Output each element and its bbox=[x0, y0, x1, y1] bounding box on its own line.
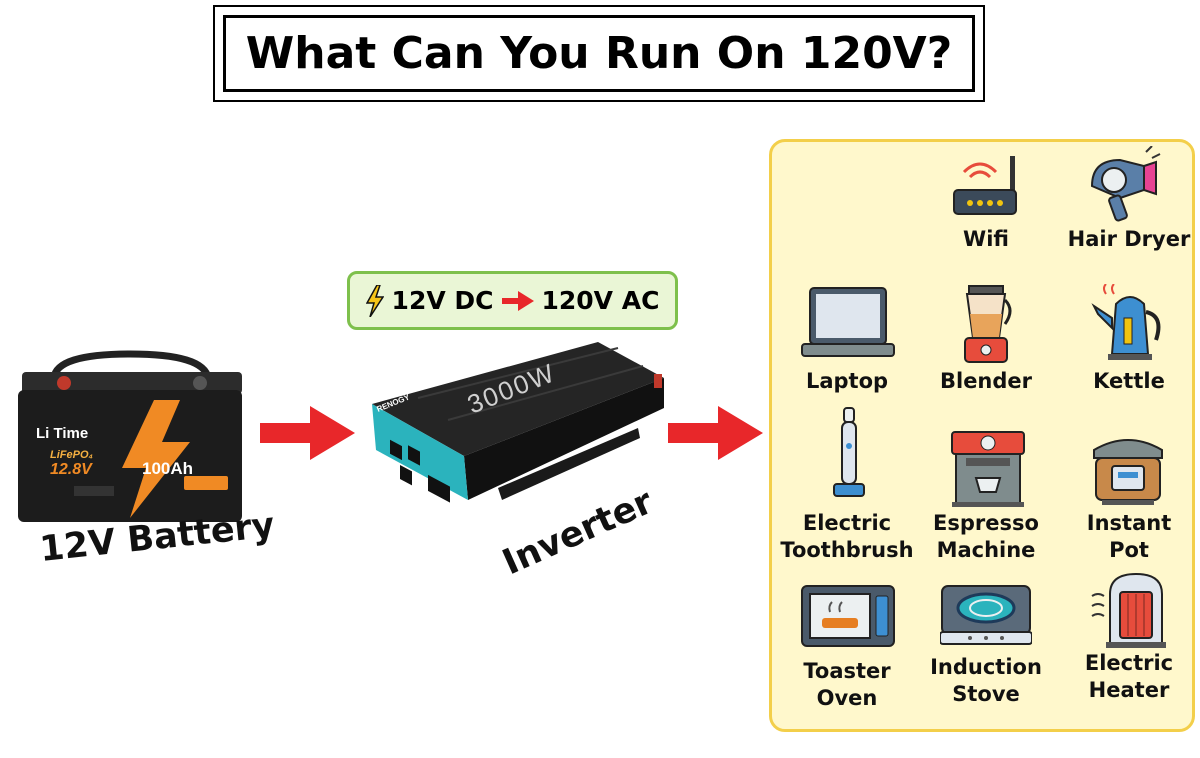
appliance-label-toaster-oven-line1: Toaster bbox=[803, 659, 891, 683]
blender-icon bbox=[964, 285, 1012, 363]
appliance-label-toaster-oven-line2: Oven bbox=[816, 686, 878, 710]
wifi-router-icon bbox=[953, 156, 1017, 215]
appliance-label-wifi: Wifi bbox=[963, 227, 1009, 251]
inverter-side bbox=[464, 378, 664, 500]
battery-spec-plate bbox=[74, 486, 114, 496]
appliance-label-toothbrush-line1: Electric bbox=[802, 511, 892, 535]
battery-chemistry: LiFePO₄ bbox=[50, 449, 93, 461]
conversion-badge: 12V DC 120V AC bbox=[347, 271, 678, 330]
inverter-illustration: 3000W RENOGY bbox=[372, 342, 664, 503]
appliance-label-induction-stove-line2: Stove bbox=[952, 682, 1020, 706]
appliance-label-instant-pot-line2: Pot bbox=[1109, 538, 1149, 562]
appliance-label-hair-dryer: Hair Dryer bbox=[1067, 227, 1191, 251]
appliance-label-toothbrush: Electric Toothbrush bbox=[772, 510, 922, 564]
espresso-machine-icon bbox=[951, 431, 1025, 507]
battery-capacity: 100Ah bbox=[142, 459, 193, 478]
title-inner-frame: What Can You Run On 120V? bbox=[223, 15, 975, 92]
inverter-switch bbox=[654, 374, 662, 388]
appliance-label-instant-pot-line1: Instant bbox=[1086, 511, 1172, 535]
battery-terminal-positive bbox=[57, 376, 71, 390]
appliance-label-toaster-oven: Toaster Oven bbox=[772, 658, 922, 712]
conversion-arrow-icon bbox=[501, 290, 534, 311]
appliance-label-laptop: Laptop bbox=[805, 369, 889, 393]
appliance-label-instant-pot: Instant Pot bbox=[1054, 510, 1200, 564]
appliance-label-electric-heater: Electric Heater bbox=[1054, 650, 1200, 704]
battery-illustration: Li Time LiFePO₄ 12.8V 100Ah bbox=[18, 350, 242, 522]
appliance-label-induction-stove: Induction Stove bbox=[911, 654, 1061, 708]
appliance-label-espresso: Espresso Machine bbox=[911, 510, 1061, 564]
appliance-label-induction-stove-line1: Induction bbox=[930, 655, 1042, 679]
laptop-icon bbox=[801, 287, 895, 357]
title-frame: What Can You Run On 120V? bbox=[213, 5, 985, 102]
appliance-panel: Wifi Hair Dryer Laptop Blender Kettle bbox=[769, 139, 1195, 732]
appliance-label-toothbrush-line2: Toothbrush bbox=[780, 538, 914, 562]
toaster-oven-icon bbox=[801, 585, 895, 647]
appliance-label-espresso-line2: Machine bbox=[936, 538, 1036, 562]
battery-top bbox=[22, 372, 242, 394]
instant-pot-icon bbox=[1093, 439, 1163, 505]
battery-handle bbox=[50, 350, 212, 380]
appliance-label-kettle: Kettle bbox=[1093, 369, 1165, 393]
appliance-label-electric-heater-line2: Heater bbox=[1088, 678, 1170, 702]
page-title: What Can You Run On 120V? bbox=[245, 28, 953, 79]
appliance-label-espresso-line1: Espresso bbox=[933, 511, 1039, 535]
battery-voltage: 12.8V bbox=[50, 461, 93, 478]
appliance-label-electric-heater-line1: Electric bbox=[1084, 651, 1174, 675]
hair-dryer-icon bbox=[1090, 146, 1161, 222]
battery-sticker bbox=[184, 476, 228, 490]
induction-stove-icon bbox=[940, 585, 1032, 645]
kettle-icon bbox=[1091, 284, 1161, 360]
battery-lightning-icon bbox=[122, 400, 190, 518]
arrow-inverter-to-appliances bbox=[668, 406, 763, 460]
appliance-label-blender: Blender bbox=[939, 369, 1033, 393]
lightning-icon bbox=[365, 284, 384, 317]
toothbrush-icon bbox=[833, 407, 865, 497]
inverter-top bbox=[372, 342, 664, 456]
electric-heater-icon bbox=[1091, 572, 1166, 648]
conversion-from: 12V DC bbox=[391, 286, 494, 315]
battery-terminal-negative bbox=[193, 376, 207, 390]
arrow-battery-to-inverter bbox=[260, 406, 355, 460]
battery-brand: Li Time bbox=[36, 425, 88, 442]
conversion-to: 120V AC bbox=[541, 286, 660, 315]
